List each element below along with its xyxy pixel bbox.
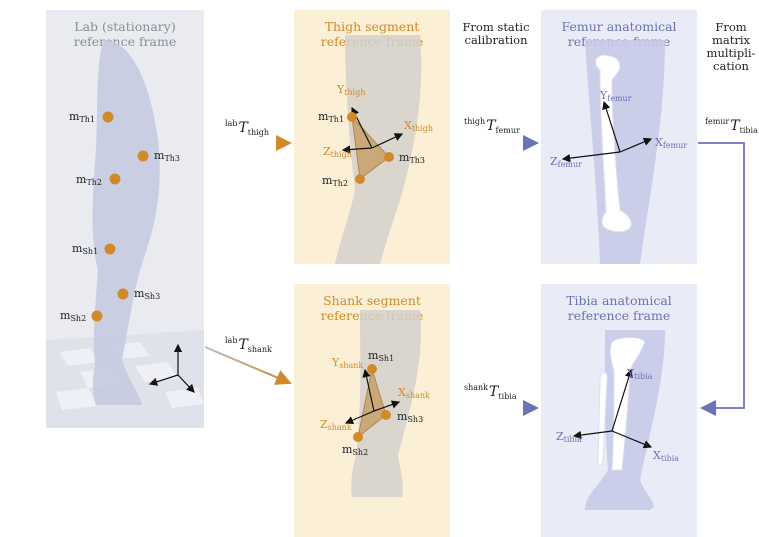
- femur-x-axis-label: Xfemur: [655, 136, 688, 151]
- arrow-femur-to-tibia: [698, 142, 745, 416]
- lab-marker-th3: [137, 150, 149, 162]
- transform-shank-tibia: shankTtibia: [464, 383, 517, 402]
- tibia-bone: [609, 337, 646, 471]
- shank-z-axis-label: Zshank: [320, 418, 352, 433]
- lab-label-th3: mTh3: [154, 149, 181, 164]
- femur-y-axis-label: Yfemur: [600, 89, 632, 104]
- thigh-x-axis-label: Xthigh: [404, 119, 434, 134]
- lab-label-sh3: mSh3: [134, 287, 161, 302]
- tibia-title-line2: reference frame: [567, 308, 671, 323]
- transform-lab-thigh: labTthigh: [225, 119, 269, 138]
- femur-title-line1: Femur anatomical: [561, 19, 677, 34]
- shank-label-sh3: mSh3: [397, 410, 424, 425]
- tibia-axes: [572, 368, 653, 449]
- lab-label-sh2: mSh2: [60, 309, 87, 324]
- lab-marker-th2: [109, 173, 121, 185]
- thigh-y-axis-label: Ythigh: [337, 83, 366, 98]
- thigh-label-th3: mTh3: [399, 151, 426, 166]
- shank-marker-sh3: [381, 410, 391, 420]
- lab-floor: [46, 330, 204, 428]
- note-static-calibration: From static calibration: [462, 20, 530, 47]
- lab-title-line2: reference frame: [73, 34, 177, 49]
- shank-axes: [344, 368, 401, 425]
- tibia-title-line1: Tibia anatomical: [566, 293, 672, 308]
- lab-label-th1: mTh1: [69, 110, 96, 125]
- transform-femur-tibia: femurTtibia: [705, 117, 758, 136]
- shank-label-sh2: mSh2: [342, 443, 369, 458]
- thigh-label-th2: mTh2: [322, 174, 349, 189]
- thigh-marker-th1: [347, 112, 357, 122]
- femur-z-axis-label: Zfemur: [550, 155, 582, 170]
- note-matrix-multiplication: From matrix multipli- cation: [706, 20, 756, 73]
- thigh-title-line1: Thigh segment: [324, 19, 420, 34]
- tibia-y-axis-label: Ytibia: [627, 367, 653, 382]
- lab-marker-sh2: [91, 310, 103, 322]
- thigh-marker-th2: [355, 174, 365, 184]
- femur-axes: [561, 100, 653, 163]
- shank-leg-silhouette: [351, 310, 421, 497]
- thigh-z-axis-label: Zthigh: [323, 145, 352, 160]
- lab-axes: [148, 343, 195, 393]
- lab-leg-silhouette: [92, 40, 160, 405]
- transform-lab-shank: labTshank: [225, 336, 272, 355]
- shank-title-line1: Shank segment: [323, 293, 421, 308]
- fibula-bone: [597, 371, 608, 466]
- shank-label-sh1: mSh1: [368, 349, 395, 364]
- lab-label-th2: mTh2: [76, 173, 103, 188]
- femur-bone: [595, 54, 632, 233]
- lab-marker-sh1: [104, 243, 116, 255]
- lab-marker-sh3: [117, 288, 129, 300]
- shank-marker-sh1: [367, 364, 377, 374]
- lab-marker-th1: [102, 111, 114, 123]
- thigh-label-th1: mTh1: [318, 110, 345, 125]
- transform-thigh-femur: thighTfemur: [464, 117, 520, 136]
- shank-x-axis-label: Xshank: [398, 386, 430, 401]
- lab-title-line1: Lab (stationary): [74, 19, 176, 34]
- tibia-x-axis-label: Xtibia: [653, 449, 680, 464]
- tibia-z-axis-label: Ztibia: [556, 430, 582, 445]
- arrow-lab-to-shank: [204, 346, 292, 385]
- shank-marker-sh2: [353, 432, 363, 442]
- shank-y-axis-label: Yshank: [332, 356, 364, 371]
- thigh-marker-th3: [384, 152, 394, 162]
- lab-label-sh1: mSh1: [72, 242, 99, 257]
